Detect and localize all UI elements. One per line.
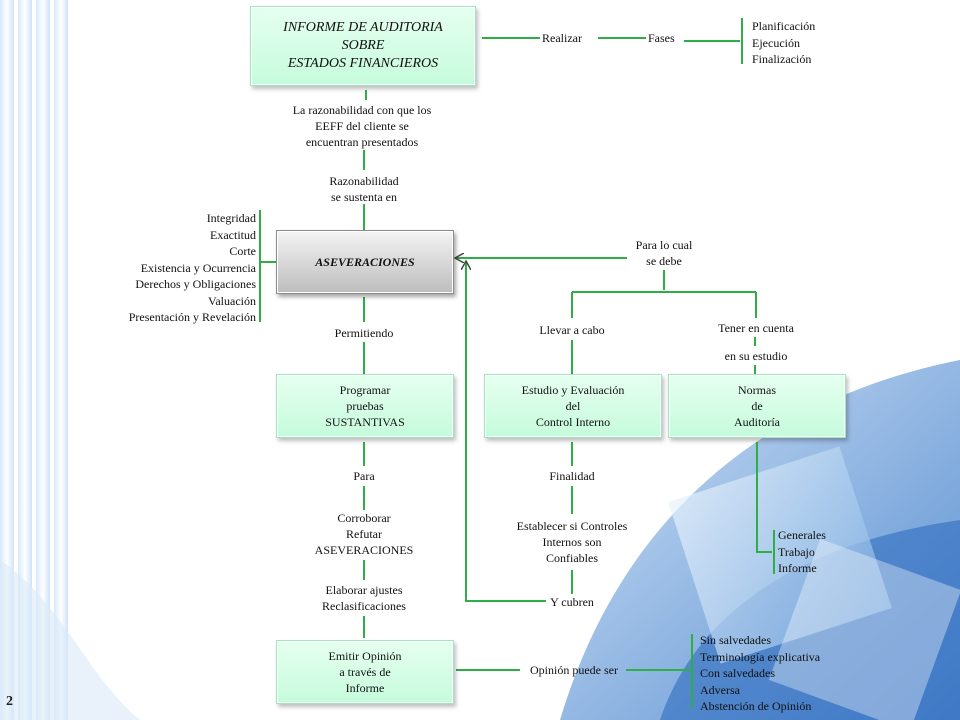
opinion-puede-ser-label: Opinión puede ser [530, 663, 618, 677]
estudio-line-1: Estudio y Evaluación [521, 383, 625, 397]
elaborar-line-2: Reclasificaciones [322, 599, 406, 613]
razonabilidad-line-3: encuentran presentados [305, 135, 419, 149]
assertion-item: Integridad [206, 211, 256, 225]
page-number: 2 [6, 694, 13, 709]
permitiendo-label: Permitiendo [334, 326, 394, 340]
programar-line-3: SUSTANTIVAS [325, 415, 405, 429]
para-label: Para [353, 469, 375, 483]
estudio-line-3: Control Interno [535, 415, 611, 429]
razonabilidad-text: La razonabilidad con que los EEFF del cl… [262, 102, 462, 150]
normas-box: Normas de Auditoría [668, 374, 846, 438]
programar-line-1: Programar [339, 383, 391, 397]
realizar-label: Realizar [542, 31, 582, 45]
llevar-a-cabo-label: Llevar a cabo [539, 323, 605, 337]
establecer-line-3: Confiables [546, 551, 598, 565]
normas-line-2: de [751, 399, 763, 413]
corroborar-text: Corroborar Refutar ASEVERACIONES [294, 510, 434, 558]
sustenta-line-2: se sustenta en [331, 190, 397, 204]
assertion-item: Exactitud [210, 227, 256, 242]
emitir-line-1: Emitir Opinión [328, 649, 402, 663]
sustenta-text: Razonabilidad se sustenta en [304, 173, 424, 205]
title-line-2: SOBRE [341, 38, 385, 53]
phase-item: Ejecución [752, 35, 800, 50]
title-line-1: INFORME DE AUDITORIA [283, 20, 443, 35]
y-cubren-label: Y cubren [550, 595, 594, 609]
assertion-item: Existencia y Ocurrencia [140, 260, 256, 275]
assertion-item: Valuación [208, 293, 256, 308]
razonabilidad-line-1: La razonabilidad con que los [292, 103, 432, 117]
norm-type-item: Trabajo [778, 544, 815, 559]
opinion-type-item: Abstención de Opinión [700, 699, 812, 713]
edge-normas-types [756, 442, 772, 553]
assertion-item: Derechos y Obligaciones [135, 277, 256, 291]
opinion-type-item: Adversa [700, 682, 740, 697]
assertion-item: Corte [229, 244, 256, 258]
normas-line-1: Normas [738, 383, 776, 397]
emitir-line-2: a través de [339, 665, 391, 679]
opinion-types-list: Sin salvedades Terminología explicativa … [700, 632, 820, 715]
assertion-item: Presentación y Revelación [128, 310, 256, 324]
norm-types-list: Generales Trabajo Informe [778, 527, 826, 577]
norm-type-item: Generales [778, 528, 826, 542]
para-lo-cual-line-2: se debe [646, 254, 682, 268]
corroborar-line-2: Refutar [346, 527, 382, 541]
estudio-box: Estudio y Evaluación del Control Interno [484, 374, 662, 438]
phases-list: Planificación Ejecución Finalización [752, 18, 815, 68]
corroborar-line-1: Corroborar [337, 511, 391, 525]
phase-item: Finalización [752, 52, 812, 66]
programar-box: Programar pruebas SUSTANTIVAS [276, 374, 454, 438]
edge-ycubren-aseveraciones [466, 262, 546, 602]
title-box: INFORME DE AUDITORIA SOBRE ESTADOS FINAN… [250, 6, 476, 86]
en-su-estudio-label: en su estudio [724, 349, 788, 363]
phase-item: Planificación [752, 19, 816, 33]
corroborar-line-3: ASEVERACIONES [314, 543, 414, 557]
finalidad-label: Finalidad [549, 469, 595, 483]
para-lo-cual-text: Para lo cual se debe [614, 237, 714, 269]
emitir-line-3: Informe [345, 681, 385, 695]
programar-line-2: pruebas [346, 399, 384, 413]
assertions-list: Integridad Exactitud Corte Existencia y … [96, 210, 256, 326]
establecer-line-2: Internos son [542, 535, 602, 549]
emitir-box: Emitir Opinión a través de Informe [276, 640, 454, 704]
estudio-line-2: del [565, 399, 581, 413]
establecer-text: Establecer si Controles Internos son Con… [494, 518, 650, 566]
normas-line-3: Auditoría [734, 415, 780, 429]
elaborar-text: Elaborar ajustes Reclasificaciones [294, 582, 434, 614]
tener-en-cuenta-label: Tener en cuenta [718, 321, 794, 335]
norm-type-item: Informe [778, 561, 817, 575]
fases-label: Fases [648, 31, 675, 45]
establecer-line-1: Establecer si Controles [516, 519, 628, 533]
title-line-3: ESTADOS FINANCIEROS [287, 56, 439, 71]
para-lo-cual-line-1: Para lo cual [635, 238, 693, 252]
opinion-type-item: Terminología explicativa [700, 649, 821, 664]
aseveraciones-box: ASEVERACIONES [276, 230, 454, 294]
elaborar-line-1: Elaborar ajustes [325, 583, 403, 597]
sustenta-line-1: Razonabilidad [329, 174, 399, 188]
opinion-type-item: Con salvedades [700, 666, 775, 680]
razonabilidad-line-2: EEFF del cliente se [315, 119, 409, 133]
opinion-type-item: Sin salvedades [700, 633, 771, 647]
